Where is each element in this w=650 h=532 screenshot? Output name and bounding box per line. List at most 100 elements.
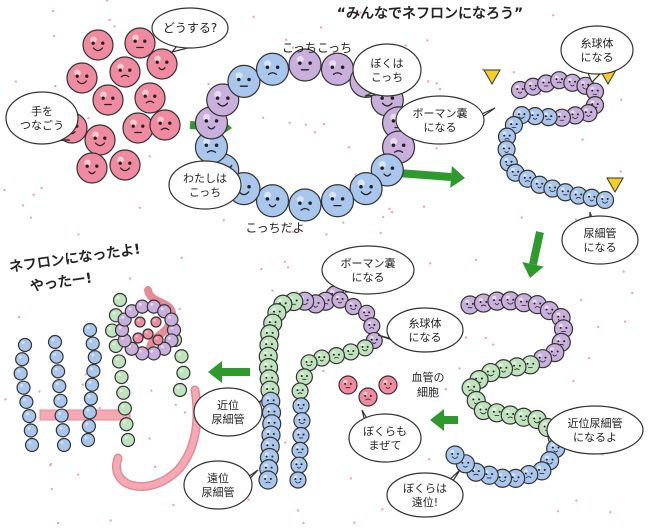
glomerulus-cell (150, 316, 162, 328)
sparkle-dot (14, 80, 18, 83)
nephron-cell (51, 364, 66, 379)
sparkle-dot (322, 369, 325, 373)
nephron-cell (54, 408, 69, 423)
nephron-complete-line-1: ネフロンになったよ! (8, 241, 141, 275)
sparkle-dot (381, 508, 384, 511)
vessel-cell (358, 387, 378, 407)
sparkle-dot (291, 230, 295, 234)
nephron-cell (120, 432, 136, 448)
sparkle-dot (178, 307, 181, 311)
bubble-bowman-5-line-1: ボーマン嚢 (341, 256, 396, 270)
sparkle-dot (296, 509, 300, 512)
column-cell (363, 317, 381, 335)
bubble-distal-4-line-2: 遠位! (412, 495, 438, 509)
sparkle-dot (349, 477, 353, 480)
bubble-proximal-4-line-1: 近位尿細管 (568, 416, 623, 430)
vessel-cell (378, 375, 398, 395)
nephron-cell (80, 432, 96, 448)
diagram-title: “みんなでネフロンになろう” (337, 6, 523, 22)
sparkle-dot (623, 320, 627, 323)
sparkle-dot (284, 441, 287, 444)
sparkle-dot (322, 122, 326, 126)
sparkle-dot (81, 383, 84, 386)
s-chain-cell (585, 82, 605, 101)
bubble-boku-wa-kocchi-line-2: こっち (371, 71, 403, 84)
bubble-proximal-5-line-2: 尿細管 (212, 412, 245, 426)
sparkle-dot (260, 268, 263, 271)
ring-cell (194, 130, 229, 164)
sparkle-dot (286, 266, 290, 269)
sparkle-dot (353, 521, 356, 524)
bubble-tubule-3-line-1: 尿細管 (584, 226, 617, 240)
sparkle-dot (284, 38, 288, 42)
nephron-cell (116, 385, 131, 400)
nephron-cell (111, 354, 127, 369)
sparkle-dot (29, 216, 33, 219)
nephron-cell (86, 363, 101, 379)
bowman-cell (157, 341, 172, 356)
s-chain-cell (539, 108, 558, 127)
bubble-glomerulus-3-line-2: になる (581, 51, 614, 64)
sparkle-dot (150, 389, 153, 392)
coil-cell (487, 291, 507, 311)
nephron-complete-label: ネフロンになったよ! やったー! (8, 241, 141, 295)
sparkle-dot (207, 82, 210, 86)
nephron-cell (56, 437, 72, 453)
sparkle-dot (579, 298, 583, 302)
nephron-cell (114, 369, 129, 385)
sparkle-dot (21, 204, 25, 207)
ring-cell (206, 83, 240, 117)
sparkle-dot (619, 170, 623, 173)
sparkle-dot (428, 457, 431, 461)
bubble-bowman-3-line-1: ボーマン嚢 (413, 106, 468, 120)
column-cell (292, 426, 310, 445)
nephron-cell (19, 394, 34, 410)
sparkle-dot (172, 503, 175, 507)
sparkle-dot (422, 205, 426, 208)
bubble-dousuru: どうする? (151, 7, 229, 54)
sparkle-dot (458, 367, 461, 370)
sparkle-dot (261, 116, 265, 120)
column-cell (327, 347, 345, 365)
nephron-cell (82, 405, 97, 420)
nephron-cell (83, 391, 99, 406)
coil-cell (506, 468, 526, 488)
column-cell (289, 471, 307, 489)
speech-bubbles: どうする?手をつなごうぼくはこっちわたしはこっち糸球体になるボーマン嚢になる尿細… (5, 7, 644, 518)
pink-cell (82, 29, 114, 61)
ring-cell (255, 52, 290, 86)
nephron-cell (47, 334, 63, 350)
sparkle-dot (581, 138, 584, 141)
sparkle-dot (381, 215, 385, 219)
nephron-cell (172, 382, 188, 398)
pink-cell (76, 152, 108, 184)
nephron-cell (55, 423, 70, 438)
nephron-cell (87, 350, 102, 365)
arrow-step-4 (430, 409, 458, 431)
bowman-cell (135, 299, 150, 314)
column-cell (295, 368, 313, 386)
sparkle-dot (52, 34, 56, 38)
nephron-cell (13, 366, 28, 381)
ring-cell (288, 48, 322, 82)
sparkle-dot (98, 406, 102, 410)
sparkle-dot (288, 121, 291, 125)
column-cell (292, 397, 310, 415)
column-cell (290, 456, 308, 474)
sparkle-dot (427, 80, 430, 83)
sparkle-dot (484, 336, 488, 340)
nephron-cell (49, 349, 64, 364)
nephron-cell (112, 292, 128, 308)
bubble-bowman-3-line-2: になる (424, 121, 457, 134)
bubble-watashi-wa-kocchi-line-2: こっち (189, 186, 221, 199)
sparkle-dot (138, 206, 142, 209)
column-cell (258, 470, 278, 490)
sparkle-dot (474, 258, 478, 262)
sparkle-dot (426, 39, 429, 42)
caption-kocchi-dayo: こっちだよ (245, 221, 304, 235)
sparkle-dot (575, 499, 578, 502)
pink-cell (84, 124, 116, 156)
